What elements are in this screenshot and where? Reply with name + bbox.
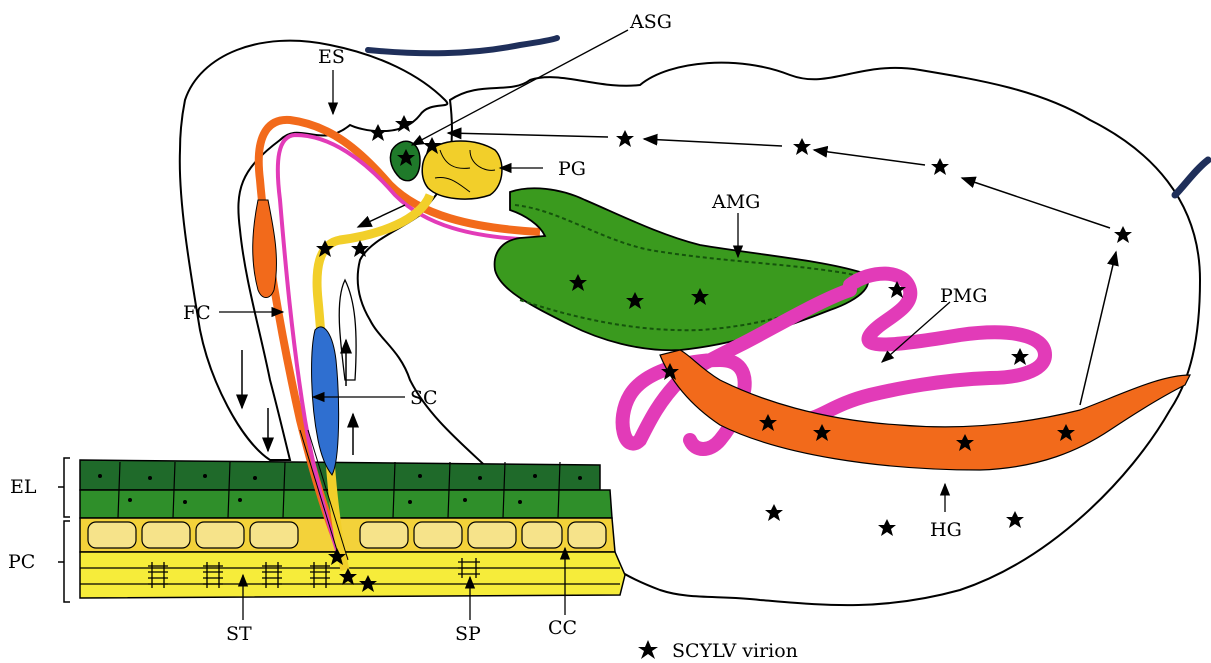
label-es: ES	[318, 46, 345, 68]
antenna-left	[368, 38, 557, 53]
epidermis-layer-bottom	[80, 490, 612, 518]
label-asg: ASG	[629, 11, 672, 33]
antenna-right	[1175, 160, 1208, 195]
legend: SCYLV virion	[638, 640, 798, 662]
legend-virion-icon	[638, 640, 658, 659]
label-fc: FC	[183, 302, 211, 324]
label-sp: SP	[455, 623, 481, 645]
label-sc: SC	[410, 387, 438, 409]
label-amg: AMG	[711, 191, 760, 213]
stylet-bundle	[312, 327, 339, 475]
stylet-sheath	[339, 280, 356, 380]
label-cc: CC	[548, 617, 577, 639]
label-pmg: PMG	[940, 285, 987, 307]
legend-virion-label: SCYLV virion	[672, 640, 798, 662]
layer-brackets	[58, 458, 70, 602]
label-hg: HG	[930, 519, 962, 541]
label-pg: PG	[558, 158, 586, 180]
foregut-bulge	[253, 200, 277, 298]
label-st: ST	[226, 623, 252, 645]
label-pc: PC	[8, 551, 35, 573]
epidermis-layer-top	[80, 460, 600, 490]
label-el: EL	[10, 476, 37, 498]
